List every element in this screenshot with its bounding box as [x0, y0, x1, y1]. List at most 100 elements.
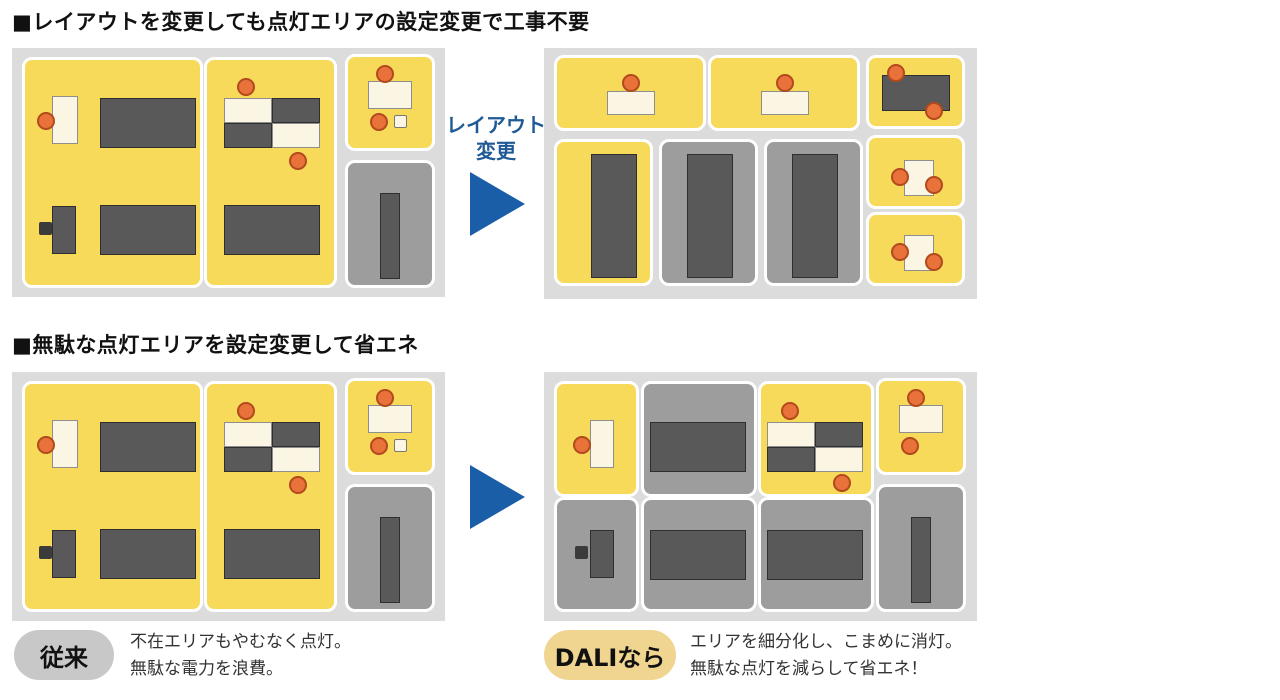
- panel-bottom-after: [544, 372, 977, 621]
- person-icon: [891, 168, 909, 186]
- panel-top-before: [12, 48, 445, 297]
- desk: [650, 530, 746, 580]
- chair-icon: [575, 546, 588, 559]
- person-icon: [901, 437, 919, 455]
- heading-energy-saving: ■無駄な点灯エリアを設定変更して省エネ: [12, 333, 419, 357]
- zone-lit: [554, 139, 653, 286]
- zone-lit: [22, 381, 203, 612]
- desk: [52, 96, 78, 144]
- zone-lit: [866, 135, 965, 209]
- desk: [100, 98, 196, 148]
- desk: [815, 447, 863, 472]
- zone-lit: [876, 378, 966, 475]
- desk: [687, 154, 733, 278]
- desk: [224, 98, 272, 123]
- person-icon: [289, 152, 307, 170]
- person-icon: [573, 436, 591, 454]
- desk: [380, 517, 400, 603]
- caption-before: 不在エリアもやむなく点灯。 無駄な電力を浪費。: [130, 632, 351, 679]
- desk: [767, 447, 815, 472]
- person-icon: [622, 74, 640, 92]
- desk: [792, 154, 838, 278]
- desk: [272, 98, 320, 123]
- desk: [272, 447, 320, 472]
- person-icon: [37, 436, 55, 454]
- arrow-right-icon: [470, 465, 525, 529]
- zone-lit: [345, 54, 435, 151]
- caption-dali: エリアを細分化し、こまめに消灯。 無駄な点灯を減らして省エネ！: [690, 632, 962, 679]
- desk: [368, 81, 412, 109]
- zone-lit: [866, 55, 965, 129]
- zone-lit: [708, 55, 860, 131]
- desk: [224, 447, 272, 472]
- panel-top-after: [544, 48, 977, 299]
- arrow-right-icon: [470, 172, 525, 236]
- person-icon: [370, 437, 388, 455]
- desk: [899, 405, 943, 433]
- zone-lit: [204, 57, 337, 288]
- desk: [767, 422, 815, 447]
- desk: [100, 529, 196, 579]
- person-icon: [289, 476, 307, 494]
- person-icon: [925, 102, 943, 120]
- zone-lit: [758, 381, 874, 497]
- desk: [591, 154, 637, 278]
- zone-unlit: [659, 139, 758, 286]
- person-icon: [887, 64, 905, 82]
- arrow-label: レイアウト 変更: [446, 113, 546, 163]
- person-icon: [781, 402, 799, 420]
- zone-unlit: [758, 497, 874, 612]
- desk: [272, 422, 320, 447]
- person-icon: [376, 389, 394, 407]
- chair-icon: [394, 439, 407, 452]
- chair-icon: [39, 546, 52, 559]
- desk: [590, 420, 614, 468]
- desk: [368, 405, 412, 433]
- zone-unlit: [554, 497, 639, 612]
- zone-unlit: [345, 160, 435, 288]
- panel-bottom-before: [12, 372, 445, 621]
- desk: [607, 91, 655, 115]
- zone-lit: [22, 57, 203, 288]
- desk: [100, 205, 196, 255]
- desk: [224, 205, 320, 255]
- desk: [380, 193, 400, 279]
- desk: [52, 206, 76, 254]
- person-icon: [376, 65, 394, 83]
- zone-lit: [554, 381, 639, 497]
- desk: [590, 530, 614, 578]
- person-icon: [237, 402, 255, 420]
- person-icon: [907, 389, 925, 407]
- desk: [52, 530, 76, 578]
- chair-icon: [39, 222, 52, 235]
- zone-lit: [204, 381, 337, 612]
- person-icon: [37, 112, 55, 130]
- desk: [272, 123, 320, 148]
- desk: [52, 420, 78, 468]
- desk: [650, 422, 746, 472]
- zone-unlit: [876, 484, 966, 612]
- desk: [224, 529, 320, 579]
- badge-before: 従来: [14, 630, 114, 680]
- zone-lit: [554, 55, 706, 131]
- person-icon: [891, 243, 909, 261]
- desk: [100, 422, 196, 472]
- desk: [224, 422, 272, 447]
- desk: [767, 530, 863, 580]
- zone-lit: [345, 378, 435, 475]
- person-icon: [925, 176, 943, 194]
- chair-icon: [394, 115, 407, 128]
- person-icon: [925, 253, 943, 271]
- desk: [815, 422, 863, 447]
- desk: [911, 517, 931, 603]
- zone-unlit: [764, 139, 863, 286]
- person-icon: [833, 474, 851, 492]
- person-icon: [776, 74, 794, 92]
- heading-layout-change: ■レイアウトを変更しても点灯エリアの設定変更で工事不要: [12, 10, 590, 34]
- badge-dali: DALIなら: [544, 630, 676, 680]
- person-icon: [237, 78, 255, 96]
- desk: [224, 123, 272, 148]
- zone-unlit: [641, 381, 757, 497]
- zone-unlit: [345, 484, 435, 612]
- zone-lit: [866, 212, 965, 286]
